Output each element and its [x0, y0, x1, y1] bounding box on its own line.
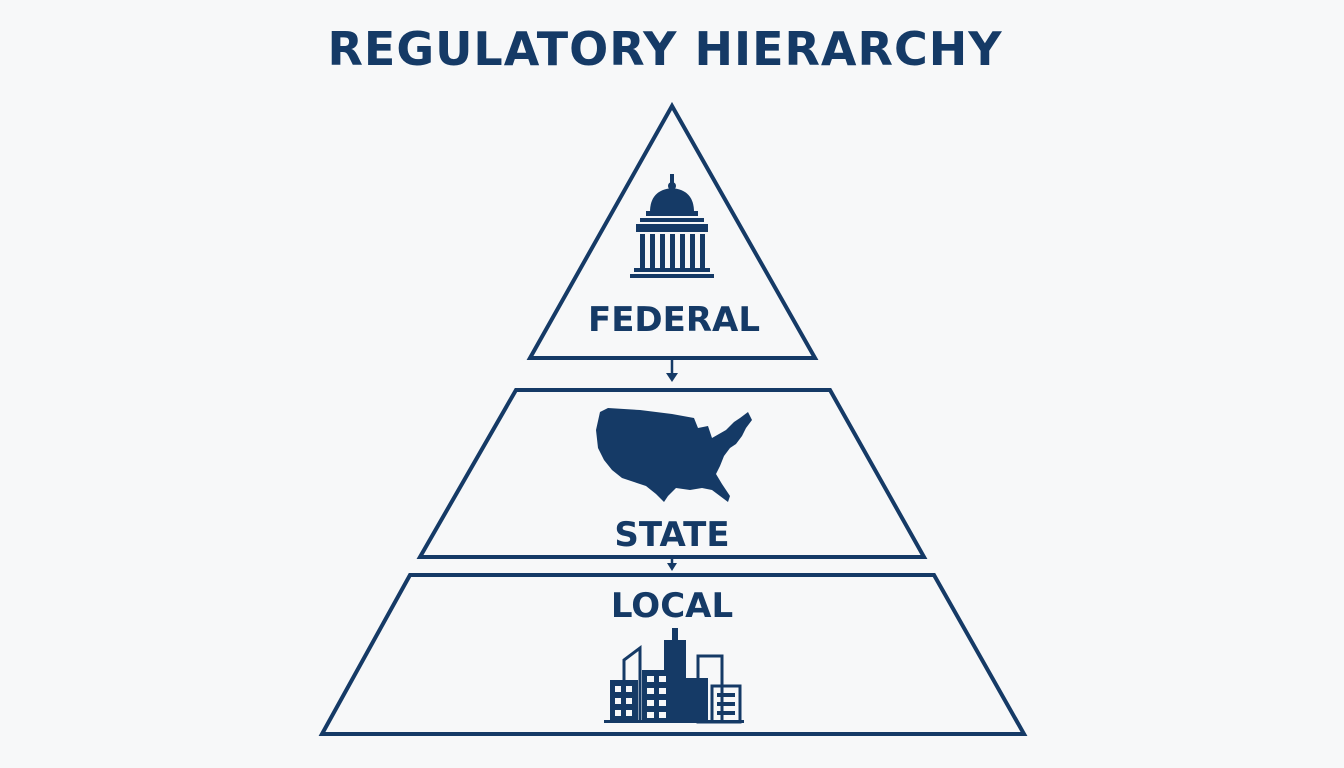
- arrow-federal-to-state: [666, 358, 678, 382]
- city-buildings-icon: [604, 628, 744, 724]
- usa-map-icon: [596, 408, 752, 502]
- tier-federal: FEDERAL: [526, 101, 819, 360]
- tier-local-shape: [318, 573, 1028, 736]
- diagram-title: REGULATORY HIERARCHY: [327, 22, 1003, 76]
- capitol-building-icon: [630, 174, 714, 278]
- tier-state-shape: [416, 388, 928, 559]
- tier-federal-label: FEDERAL: [588, 300, 760, 340]
- arrow-state-to-local: [667, 557, 677, 571]
- tier-local: LOCAL: [318, 573, 1028, 736]
- tier-state: STATE: [416, 388, 928, 559]
- tier-local-label: LOCAL: [611, 586, 733, 626]
- tier-state-label: STATE: [614, 515, 729, 555]
